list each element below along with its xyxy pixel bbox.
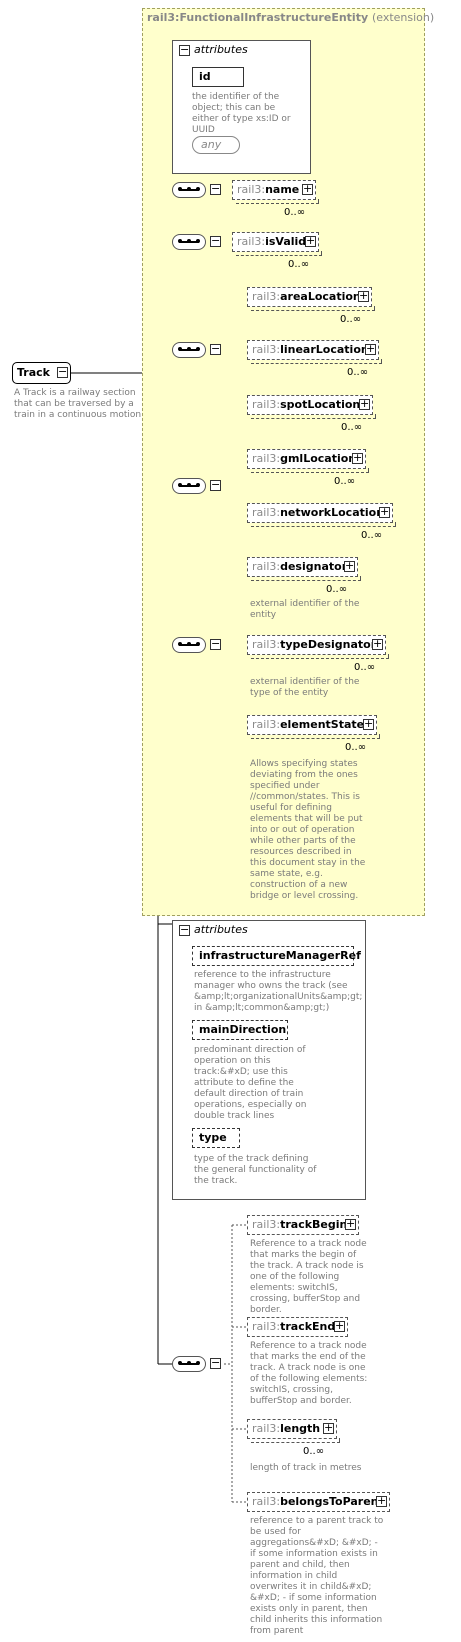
collapse-icon[interactable]: − [210, 478, 221, 491]
cardinality: 0..∞ [326, 584, 348, 595]
cardinality: 0..∞ [303, 1446, 325, 1457]
element-trackend[interactable]: rail3:trackEnd + [247, 1317, 348, 1337]
collapse-icon[interactable]: − [210, 342, 221, 355]
root-element-name: Track [17, 366, 50, 379]
cardinality: 0..∞ [284, 207, 306, 218]
expand-icon[interactable]: + [376, 1494, 387, 1507]
attribute-description: the identifier of the object; this can b… [192, 92, 291, 135]
expand-icon[interactable]: + [372, 637, 383, 650]
element-networklocation[interactable]: rail3:networkLocation + [247, 503, 396, 527]
cardinality: 0..∞ [341, 422, 363, 433]
element-linearlocation[interactable]: rail3:linearLocation + [247, 340, 382, 364]
sequence-icon[interactable] [172, 182, 206, 198]
element-description: external identifier of the entity [250, 599, 360, 620]
element-trackbegin[interactable]: rail3:trackBegin + [247, 1215, 359, 1235]
expand-icon[interactable]: + [352, 451, 363, 464]
any-label: any [201, 138, 222, 151]
cardinality: 0..∞ [288, 259, 310, 270]
cardinality: 0..∞ [354, 662, 376, 673]
expand-icon[interactable]: + [379, 505, 390, 518]
attribute-description: type of the track defining the general f… [194, 1154, 317, 1186]
element-description: reference to a parent track to be used f… [250, 1516, 384, 1636]
extension-type-name: rail3:FunctionalInfrastructureEntity [147, 11, 369, 24]
attributes-label: attributes [194, 923, 248, 936]
extension-title: rail3:FunctionalInfrastructureEntity (ex… [147, 11, 434, 24]
expand-icon[interactable]: + [345, 1217, 356, 1230]
sequence-icon[interactable] [172, 637, 206, 653]
element-name[interactable]: rail3:name + [232, 180, 319, 204]
element-description: external identifier of the type of the e… [250, 677, 360, 698]
element-length[interactable]: rail3:length + [247, 1419, 340, 1443]
track-attributes-header[interactable]: −attributes [179, 923, 248, 936]
collapse-icon[interactable]: − [210, 637, 221, 650]
collapse-icon[interactable]: − [210, 182, 221, 195]
element-description: length of track in metres [250, 1463, 362, 1473]
cardinality: 0..∞ [345, 742, 367, 753]
root-element[interactable]: Track − [12, 362, 71, 384]
collapse-icon[interactable]: − [179, 42, 190, 56]
expand-icon[interactable]: + [323, 1421, 334, 1434]
attributes-label: attributes [194, 43, 248, 56]
any-attribute[interactable]: any [192, 136, 240, 154]
cardinality: 0..∞ [334, 476, 356, 487]
sequence-icon[interactable] [172, 1356, 206, 1372]
collapse-icon[interactable]: − [210, 234, 221, 247]
expand-icon[interactable]: + [302, 182, 313, 195]
element-belongstoparent[interactable]: rail3:belongsToParent + [247, 1492, 390, 1512]
element-typedesignator[interactable]: rail3:typeDesignator + [247, 635, 389, 659]
element-elementstate[interactable]: rail3:elementState + [247, 715, 380, 739]
expand-icon[interactable]: + [359, 397, 370, 410]
collapse-icon[interactable]: − [210, 1356, 221, 1369]
attribute-id[interactable]: id [192, 67, 244, 87]
sequence-icon[interactable] [172, 478, 206, 494]
cardinality: 0..∞ [361, 530, 383, 541]
element-description: Allows specifying states deviating from … [250, 759, 366, 901]
collapse-icon[interactable]: − [57, 365, 68, 378]
element-arealocation[interactable]: rail3:areaLocation + [247, 287, 375, 311]
expand-icon[interactable]: + [358, 289, 369, 302]
attribute-type[interactable]: type [192, 1128, 240, 1148]
cardinality: 0..∞ [347, 367, 369, 378]
track-attributes-box [172, 920, 366, 1200]
element-spotlocation[interactable]: rail3:spotLocation + [247, 395, 376, 419]
sequence-icon[interactable] [172, 342, 206, 358]
element-isvalid[interactable]: rail3:isValid + [232, 232, 322, 256]
expand-icon[interactable]: + [305, 234, 316, 247]
extension-attributes-header[interactable]: −attributes [179, 43, 248, 56]
root-element-description: A Track is a railway section that can be… [14, 388, 144, 420]
attribute-name: id [199, 70, 211, 83]
sequence-icon[interactable] [172, 234, 206, 250]
expand-icon[interactable]: + [365, 342, 376, 355]
attribute-infrastructuremanagerref[interactable]: infrastructureManagerRef [192, 946, 361, 966]
attribute-description: predominant direction of operation on th… [194, 1045, 307, 1121]
expand-icon[interactable]: + [363, 717, 374, 730]
element-description: Reference to a track node that marks the… [250, 1341, 368, 1406]
attribute-name: mainDirection [199, 1023, 287, 1036]
element-designator[interactable]: rail3:designator + [247, 557, 361, 581]
attribute-name: infrastructureManagerRef [199, 949, 361, 962]
attribute-description: reference to the infrastructure manager … [194, 970, 363, 1013]
extension-tag: (extension) [371, 11, 435, 24]
cardinality: 0..∞ [340, 314, 362, 325]
expand-icon[interactable]: + [334, 1319, 345, 1332]
expand-icon[interactable]: + [344, 559, 355, 572]
collapse-icon[interactable]: − [179, 922, 190, 936]
attribute-maindirection[interactable]: mainDirection [192, 1020, 288, 1040]
attribute-name: type [199, 1131, 227, 1144]
element-gmllocation[interactable]: rail3:gmlLocation + [247, 449, 369, 473]
element-description: Reference to a track node that marks the… [250, 1239, 367, 1315]
